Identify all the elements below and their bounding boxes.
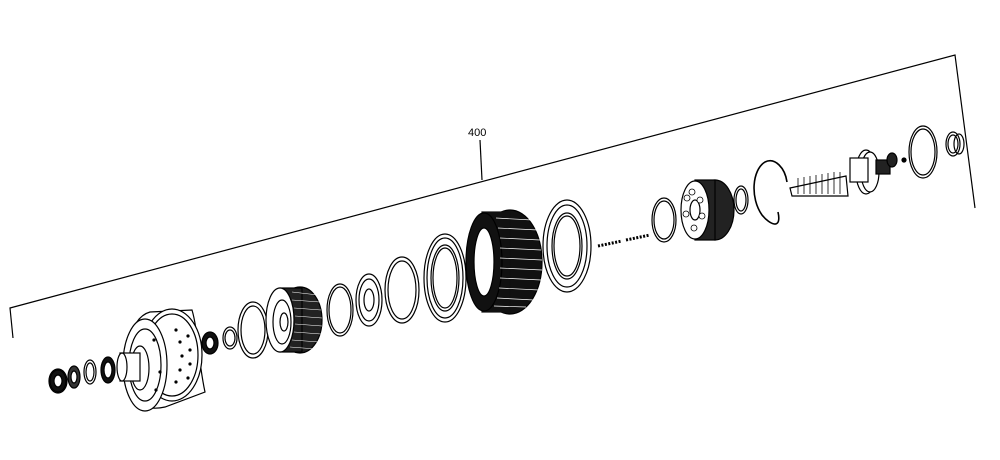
- end-ring-small: [945, 131, 965, 157]
- clutch-piston: [423, 233, 467, 323]
- thin-ring: [83, 359, 97, 385]
- snap-ring-small: [100, 356, 116, 384]
- o-ring-small: [222, 326, 238, 350]
- callout-label-400: 400: [468, 127, 486, 139]
- open-snap-ring: [753, 160, 788, 225]
- sun-gear-hub: [265, 286, 323, 354]
- needle-bearing-pair: [201, 331, 219, 355]
- bearing-race-large: [542, 199, 592, 293]
- thrust-washer: [67, 365, 81, 389]
- needle-bearing-small: [48, 368, 68, 394]
- snap-ring-medium: [326, 283, 354, 337]
- assembly-bracket: [9, 54, 976, 339]
- spring-pins: [597, 233, 651, 248]
- end-ring-large: [908, 125, 938, 179]
- output-shaft: [789, 149, 907, 197]
- planet-carrier: [680, 179, 735, 241]
- bearing-washer: [355, 273, 383, 327]
- clutch-drum-housing: [116, 308, 206, 412]
- o-ring-medium: [651, 197, 677, 243]
- seal-ring-large: [237, 301, 269, 359]
- snap-ring-carrier: [733, 185, 749, 215]
- ring-gear: [465, 209, 543, 315]
- retaining-ring-large: [384, 256, 420, 324]
